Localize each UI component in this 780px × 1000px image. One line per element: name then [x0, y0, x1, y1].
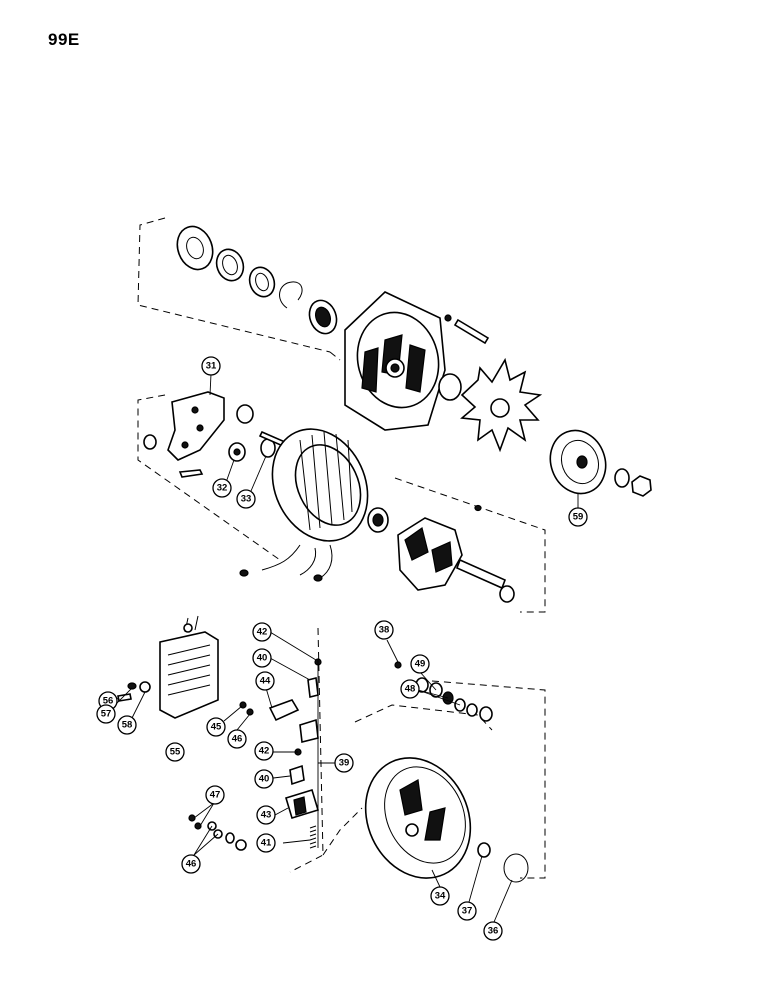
brush-insulator [299, 718, 319, 743]
lower-assembly-outline [289, 627, 546, 879]
brush-holder [285, 788, 319, 820]
callout-45: 45 [206, 717, 226, 737]
svg-text:37: 37 [462, 906, 473, 917]
callout-33: 33 [236, 489, 256, 509]
callout-34: 34 [430, 886, 450, 906]
svg-text:57: 57 [101, 709, 112, 720]
nut-a [188, 814, 196, 822]
svg-text:33: 33 [241, 494, 252, 505]
callout-46: 46 [227, 729, 247, 749]
callout-37: 37 [457, 901, 477, 921]
svg-text:55: 55 [170, 747, 181, 758]
callout-32: 32 [212, 478, 232, 498]
rear-bearing-plug [477, 842, 491, 858]
svg-text:44: 44 [260, 676, 271, 687]
end-frame-screw [394, 661, 402, 669]
svg-text:42: 42 [259, 746, 270, 757]
front-seal [176, 225, 214, 271]
rectifier-bridge [167, 391, 225, 461]
callout-31: 31 [201, 356, 221, 376]
rotor [397, 517, 515, 603]
upper-assembly-outline [137, 217, 341, 361]
cooling-fan [460, 357, 543, 453]
front-bearing [308, 299, 338, 335]
drive-end-frame [344, 291, 446, 431]
svg-text:42: 42 [257, 627, 268, 638]
terminal-washer-d [479, 706, 493, 722]
brush-lower [289, 764, 305, 786]
nut-b [194, 822, 202, 830]
stator [239, 428, 369, 582]
svg-text:56: 56 [103, 696, 114, 707]
callout-41: 41 [256, 833, 276, 853]
callout-40: 40 [252, 648, 272, 668]
brush-holder-plate [268, 699, 300, 722]
svg-text:40: 40 [257, 653, 268, 664]
callout-57: 57 [96, 704, 116, 724]
callout-39: 39 [334, 753, 354, 773]
svg-text:47: 47 [210, 790, 221, 801]
through-bolt [444, 314, 490, 345]
svg-text:49: 49 [415, 659, 426, 670]
pulley-nut [631, 475, 652, 497]
bridge-screw [178, 469, 204, 478]
washer-d [235, 839, 247, 851]
regulator-lockwasher [127, 682, 137, 690]
callout-59: 59 [568, 507, 588, 527]
brush-spring [309, 825, 317, 849]
svg-text:36: 36 [488, 926, 499, 937]
retainer-plate [215, 248, 245, 282]
svg-text:41: 41 [261, 838, 272, 849]
svg-text:58: 58 [122, 720, 133, 731]
brush-screw [246, 708, 254, 716]
callout-49: 49 [410, 654, 430, 674]
page-number: 99E [48, 30, 80, 49]
svg-text:46: 46 [186, 859, 197, 870]
svg-text:59: 59 [573, 512, 584, 523]
bridge-insulator [143, 434, 157, 450]
o-ring [503, 853, 529, 883]
callout-47: 47 [205, 785, 225, 805]
svg-text:48: 48 [405, 684, 416, 695]
spacer-collar [438, 373, 462, 401]
callout-48: 48 [400, 679, 420, 699]
washer-c [225, 832, 235, 844]
callout-36: 36 [483, 921, 503, 941]
callout-40b: 40 [254, 769, 274, 789]
snap-ring [279, 281, 303, 309]
callout-42b: 42 [254, 741, 274, 761]
voltage-regulator [159, 615, 219, 719]
svg-text:34: 34 [435, 891, 446, 902]
svg-text:31: 31 [206, 361, 217, 372]
callout-38: 38 [374, 620, 394, 640]
slip-ring-end-frame [364, 757, 472, 879]
terminal-insulator [236, 404, 254, 424]
bearing-washer [248, 266, 276, 298]
brush-upper [307, 677, 319, 698]
svg-text:38: 38 [379, 625, 390, 636]
regulator-washer [139, 681, 151, 693]
svg-text:40: 40 [259, 774, 270, 785]
callout-43: 43 [256, 805, 276, 825]
svg-text:39: 39 [339, 758, 350, 769]
lock-washer [614, 468, 630, 488]
callout-55: 55 [165, 742, 185, 762]
callout-58: 58 [117, 715, 137, 735]
woodruff-key [474, 504, 482, 512]
drive-pulley [549, 429, 607, 495]
svg-text:45: 45 [211, 722, 222, 733]
svg-text:43: 43 [261, 810, 272, 821]
diode [228, 442, 246, 462]
middle-assembly-outline [137, 394, 546, 613]
svg-text:46: 46 [232, 734, 243, 745]
terminal-washer-c [466, 703, 478, 717]
inner-housing-outline [354, 704, 493, 731]
svg-text:32: 32 [217, 483, 228, 494]
rotor-bearing [367, 507, 389, 533]
callout-46b: 46 [181, 854, 201, 874]
callout-42: 42 [252, 622, 272, 642]
callout-44: 44 [255, 671, 275, 691]
